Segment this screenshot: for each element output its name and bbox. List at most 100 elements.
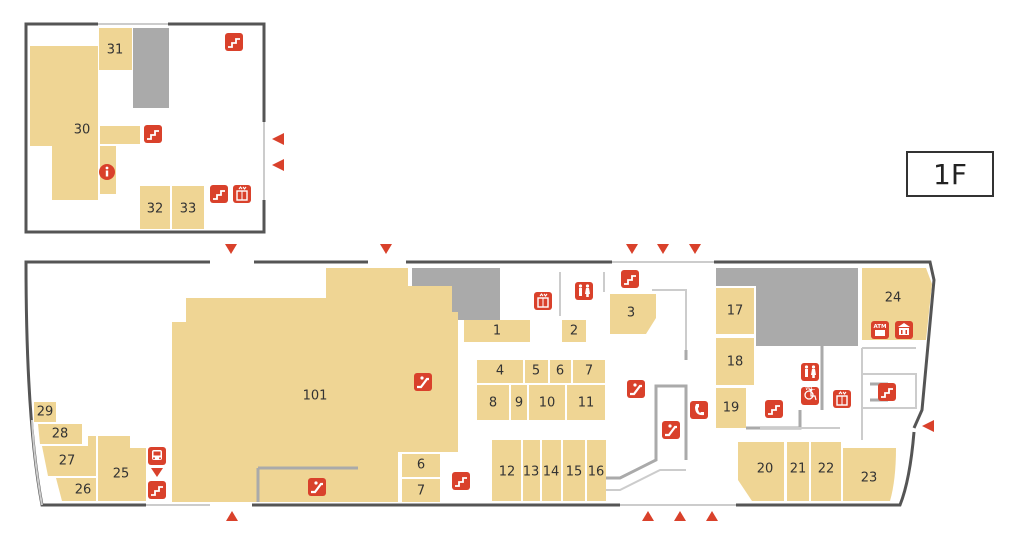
atm-text: ATM [873,324,886,330]
entrance-arrow-icon [272,159,284,171]
shop-1[interactable] [464,320,530,342]
shop-label: 21 [790,462,807,477]
escalator-icon[interactable] [625,378,647,400]
bus-icon[interactable] [148,447,166,465]
shop-29[interactable] [34,402,56,422]
information-icon[interactable] [99,164,115,180]
shop-label: 15 [566,465,583,480]
entrance-arrow-icon [689,244,701,254]
entrance-arrow-icon [226,511,238,521]
shop-14[interactable] [542,440,561,501]
shop-3[interactable] [610,294,656,334]
entrance-arrow-icon [674,511,686,521]
restroom-icon[interactable] [575,282,593,300]
main-building: 101 1 2 3 4 5 6 7 8 9 10 11 6 7 12 [24,244,936,521]
shop-label: 3 [627,306,635,321]
escalator-icon[interactable] [660,419,682,441]
entrance-arrow-icon [642,511,654,521]
stairs-icon[interactable] [764,399,784,419]
shop-6[interactable] [550,360,571,383]
shop-32[interactable] [140,186,170,229]
shop-22[interactable] [811,442,841,501]
stairs-icon[interactable] [147,480,167,500]
shop-9[interactable] [511,385,527,420]
shop-33[interactable] [172,186,204,229]
shop-30[interactable] [30,46,98,200]
shop-label: 29 [37,405,54,420]
shop-101[interactable] [172,268,458,502]
entrance-arrow-icon [272,133,284,145]
shop-7-lower[interactable] [402,479,440,502]
shop-21[interactable] [787,442,809,501]
stairs-icon[interactable] [209,184,229,204]
elevator-icon[interactable] [832,389,852,409]
shop-6-lower[interactable] [402,454,440,477]
bank-icon[interactable] [895,321,913,339]
shop-label: 26 [75,483,92,498]
service-area [716,268,858,346]
shop-label: 8 [489,396,497,411]
shop-25[interactable] [98,436,146,501]
phone-icon[interactable] [690,401,708,419]
shop-23[interactable] [843,448,896,501]
shop-label: 7 [585,364,593,379]
restroom-icon[interactable] [801,363,819,381]
elevator-icon[interactable] [232,184,252,204]
shop-label: 4 [496,364,504,379]
service-area [133,28,169,108]
shop-16[interactable] [587,440,606,501]
entrance-arrow-icon [706,511,718,521]
shop-label: 6 [556,364,564,379]
escalator-icon[interactable] [306,476,328,498]
shop-17[interactable] [716,288,754,334]
shop-19[interactable] [716,388,746,428]
shop-label: 24 [885,291,902,306]
entrance-arrow-icon [225,244,237,254]
shop-label: 10 [539,396,556,411]
shop-15[interactable] [563,440,585,501]
floor-indicator: 1F [906,151,994,197]
shop-8[interactable] [477,385,509,420]
elevator-icon[interactable] [533,291,553,311]
stairs-icon[interactable] [877,382,897,402]
shop-4[interactable] [477,360,523,383]
stairs-icon[interactable] [224,32,244,52]
shop-label: 19 [723,401,740,416]
shop-label: 5 [532,364,540,379]
shop-kiosk[interactable] [100,126,140,144]
shop-2[interactable] [562,320,586,342]
stairs-icon[interactable] [143,124,163,144]
shop-label: 16 [588,465,605,480]
shop-label: 27 [59,454,76,469]
shop-20[interactable] [738,442,784,501]
shop-7[interactable] [573,360,605,383]
atm-icon[interactable]: ATM [871,321,889,339]
shop-12[interactable] [492,440,521,501]
escalator-icon[interactable] [412,371,434,393]
shop-18[interactable] [716,338,754,385]
shop-label: 17 [727,304,744,319]
shop-label: 2 [570,324,578,339]
shop-label: 7 [417,484,425,499]
shop-label: 13 [523,465,540,480]
shop-11[interactable] [567,385,605,420]
entrance-arrow-icon [922,420,934,432]
bus-stop-arrow-icon [151,468,163,477]
shop-28[interactable] [38,424,82,444]
shop-label: 1 [493,324,501,339]
shop-10[interactable] [529,385,565,420]
stairs-icon[interactable] [620,269,640,289]
shop-31[interactable] [99,28,132,70]
wc-text: WC [805,385,815,392]
shop-label: 25 [113,467,130,482]
shop-26[interactable] [56,478,96,501]
shop-label: 12 [499,465,516,480]
shop-label: 9 [515,396,523,411]
stairs-icon[interactable] [451,471,471,491]
shop-label: 101 [303,389,328,404]
shop-5[interactable] [525,360,548,383]
shop-label: 22 [818,462,835,477]
entrance-arrow-icon [626,244,638,254]
shop-13[interactable] [523,440,540,501]
shop-27[interactable] [42,436,96,476]
